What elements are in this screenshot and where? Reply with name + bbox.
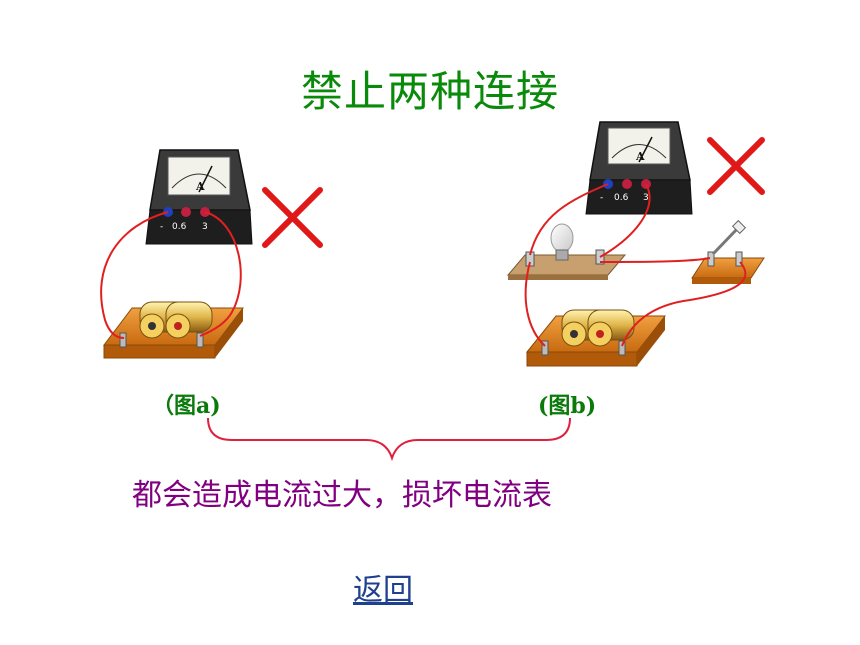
figure-a-caption: （图a) <box>152 393 221 419</box>
ammeter-b-terminal-06: 0.6 <box>614 193 629 203</box>
figure-b: A - 0.6 3 <box>506 121 765 367</box>
ammeter-a-terminal-06: 0.6 <box>172 222 187 232</box>
figure-a: A - 0.6 3 <box>100 149 323 359</box>
ammeter-b-terminal-neg: - <box>600 193 603 203</box>
back-link[interactable]: 返回 <box>353 573 413 608</box>
lamp-board-icon <box>506 223 627 280</box>
battery-holder-a-icon <box>102 301 245 359</box>
ammeter-a-terminal-3: 3 <box>202 222 208 232</box>
ammeter-b-icon: A - 0.6 3 <box>585 121 693 215</box>
ammeter-a-letter: A <box>195 180 205 193</box>
conclusion-text: 都会造成电流过大，损坏电流表 <box>132 478 552 513</box>
grouping-brace <box>207 417 571 462</box>
ammeter-a-terminal-neg: - <box>160 222 163 232</box>
ammeter-a-icon: A - 0.6 3 <box>145 149 253 245</box>
ammeter-b-terminal-3: 3 <box>643 193 649 203</box>
ammeter-b-letter: A <box>635 150 645 163</box>
figure-b-caption: (图b) <box>538 393 597 419</box>
battery-holder-b-icon <box>525 309 667 367</box>
switch-board-icon <box>691 219 765 284</box>
page-title: 禁止两种连接 <box>300 67 559 116</box>
cross-mark-b-icon <box>707 137 765 195</box>
cross-mark-a-icon <box>262 187 323 248</box>
